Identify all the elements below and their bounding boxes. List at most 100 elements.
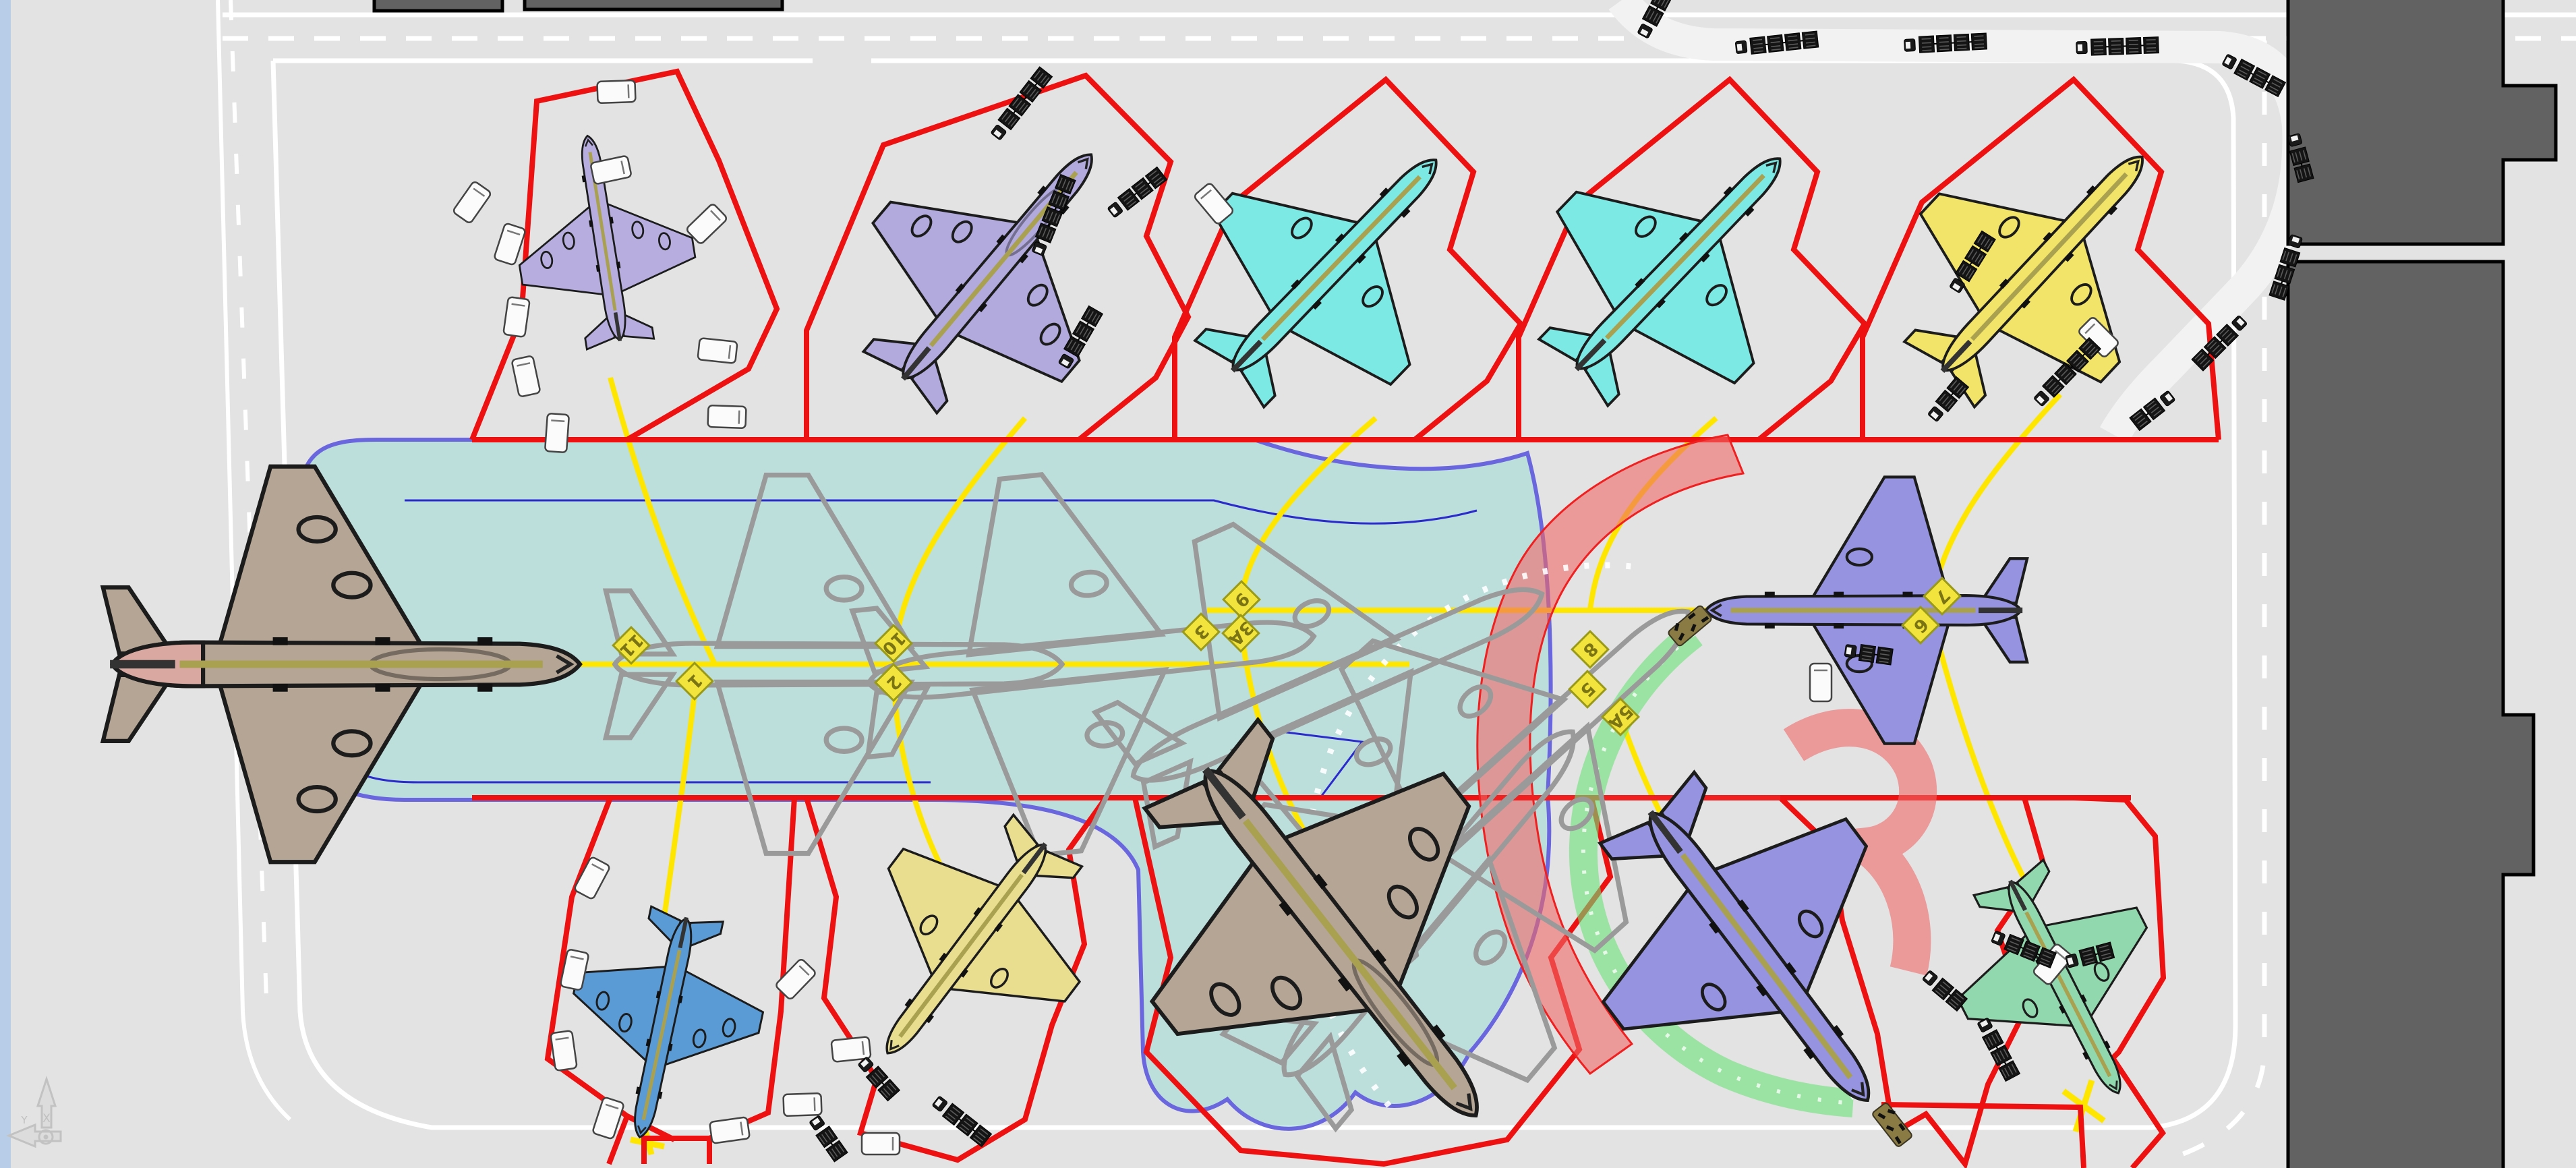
stand-b5: [1881, 795, 2167, 1168]
stand-number-marker: 7: [1923, 577, 1962, 616]
stand-b1: [544, 796, 797, 1165]
baggage-cart-train: [2076, 36, 2159, 56]
service-vehicle: [707, 404, 747, 430]
stand-t3: [1172, 76, 1524, 442]
fuselage-centerline: [641, 950, 682, 1121]
parked-jet-blue[interactable]: [548, 894, 780, 1157]
aircraft-layer: [100, 73, 2232, 1168]
parked-jet-cyan-1[interactable]: [1141, 74, 1525, 459]
building-right-lower: [2286, 260, 2536, 1168]
fuselage-centerline: [1242, 818, 1457, 1090]
cart-train-layer: [809, 0, 2314, 1163]
service-vehicle: [550, 1030, 578, 1072]
axis-origin-icon: [38, 1129, 54, 1145]
apron-boundary-line: [270, 58, 2238, 1130]
service-vehicle: [592, 1097, 624, 1140]
service-vehicle: [596, 79, 637, 105]
taxiing-747-west[interactable]: [100, 464, 583, 865]
baggage-cart-train: [2287, 133, 2314, 183]
fuselage-centerline: [1260, 175, 1422, 341]
baggage-cart-train: [1058, 305, 1104, 369]
parked-jet-cyan-2[interactable]: [1485, 73, 1869, 458]
stand-number-marker: 5: [1568, 670, 1607, 709]
axes-widget: X Y: [6, 1076, 62, 1148]
stand-t2: [804, 72, 1192, 442]
service-vehicle: [560, 949, 589, 991]
service-vehicle: [452, 181, 492, 224]
baggage-cart-train: [1637, 0, 1672, 38]
stand-number-marker: 2: [874, 663, 913, 702]
baggage-cart-train: [858, 1057, 901, 1102]
baggage-cart-train: [1923, 970, 1968, 1012]
baggage-cart-train: [1904, 32, 1988, 53]
service-vehicle: [2032, 943, 2073, 985]
stand-number-marker: 6: [1901, 606, 1940, 645]
pushback-jet-purple-out[interactable]: [1526, 716, 1989, 1168]
service-vehicle: [830, 1036, 872, 1063]
baggage-cart-train: [1991, 931, 2057, 968]
baggage-cart-train: [1928, 376, 1970, 421]
baggage-cart-train: [1977, 1018, 2021, 1082]
baggage-cart-train: [1032, 173, 1076, 256]
baggage-cart-train: [1950, 230, 1996, 293]
stand-number-marker: 10: [874, 624, 913, 663]
viewport-edge-strip: [0, 0, 11, 1168]
service-roads: [216, 0, 2576, 1164]
stand-outlines: [469, 68, 2221, 1168]
terminal-buildings: [372, 0, 2558, 1168]
baggage-cart-train: [932, 1096, 993, 1148]
pushback-tug-layer: [1666, 604, 1914, 1148]
axis-y-label: Y: [20, 1114, 28, 1126]
service-vehicle: [686, 204, 728, 244]
service-vehicle: [775, 958, 816, 1000]
baggage-cart-train: [809, 1115, 848, 1163]
service-vehicle: [494, 223, 526, 266]
parked-747-bottom[interactable]: [1056, 650, 1622, 1168]
baggage-cart-train: [2222, 54, 2287, 98]
axis-x-arrow-icon: [36, 1076, 57, 1129]
baggage-cart-train: [1107, 166, 1168, 218]
stand-number-marker: 9: [1222, 580, 1261, 619]
parked-jet-lavender-large[interactable]: [806, 76, 1185, 462]
stand-number-marker: 3: [1181, 612, 1221, 651]
building-top-2: [523, 0, 784, 11]
fuselage-centerline: [1604, 173, 1765, 340]
baggage-cart-train: [2268, 234, 2303, 301]
parked-jet-lavender-small[interactable]: [501, 122, 707, 357]
fuselage-centerline: [898, 873, 1024, 1038]
parked-jet-yellow[interactable]: [1849, 73, 2232, 459]
baggage-cart-train: [2191, 315, 2248, 372]
stand-t5: [1860, 76, 2221, 440]
baggage-cart-train: [991, 66, 1053, 140]
axis-x-label: X: [42, 1112, 51, 1126]
building-top-1: [372, 0, 504, 13]
building-right-upper: [2286, 0, 2558, 246]
service-vehicle: [1194, 183, 1234, 225]
stand-number-marker: 8: [1571, 630, 1610, 669]
service-vehicle: [574, 856, 610, 900]
left-road-edge: [216, 0, 292, 1121]
pushback-tug[interactable]: [1871, 1101, 1914, 1148]
fuselage: [866, 620, 1317, 700]
service-vehicle: [782, 1092, 823, 1117]
service-vehicle: [590, 155, 632, 185]
stand-t4: [1516, 76, 1868, 442]
service-vehicle: [709, 1116, 751, 1144]
axis-y-arrow-icon: [6, 1123, 62, 1148]
fuselage-centerline: [1680, 853, 1853, 1080]
baggage-cart-train: [2034, 337, 2102, 407]
service-vehicle: [544, 413, 570, 453]
pushback-tug[interactable]: [1666, 604, 1712, 647]
fuselage: [1130, 587, 1545, 783]
service-vehicle: [502, 296, 531, 338]
baggage-cart-train: [1734, 30, 1819, 55]
parked-jet-khaki[interactable]: [799, 774, 1136, 1119]
service-vehicle-layer: [452, 79, 2119, 1156]
baggage-cart-train: [1844, 643, 1894, 666]
fuselage-centerline: [2024, 911, 2112, 1078]
right-road-centerline: [2161, 40, 2267, 1164]
service-vehicle: [1809, 662, 1833, 703]
service-vehicle: [511, 355, 541, 397]
